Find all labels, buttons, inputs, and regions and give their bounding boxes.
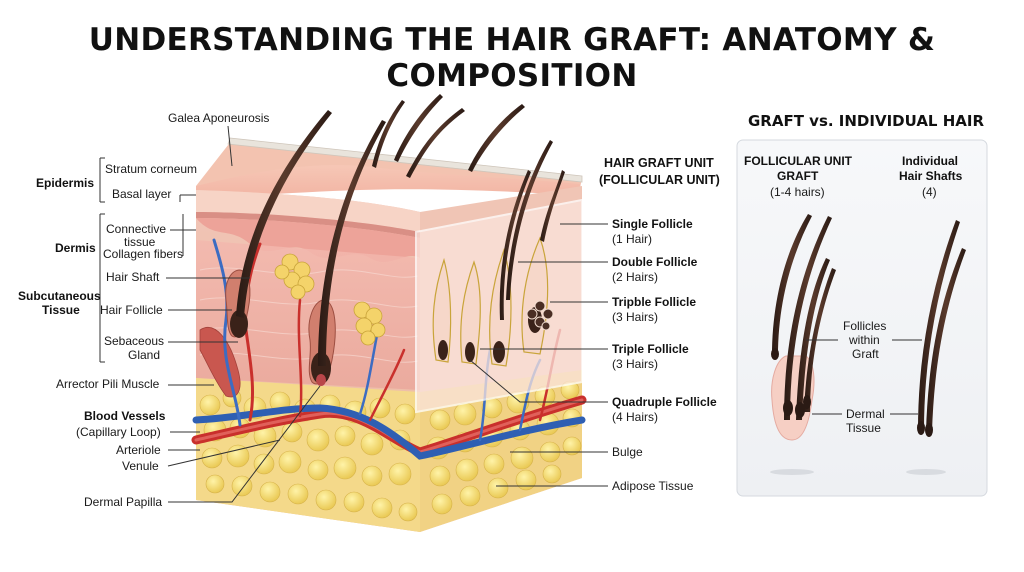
label-venule: Venule <box>122 459 159 473</box>
label-single: Single Follicle <box>612 217 693 231</box>
label-double-n: (2 Hairs) <box>612 270 658 284</box>
label-stratum: Stratum corneum <box>105 162 197 176</box>
label-triple: Triple Follicle <box>612 342 689 356</box>
panel-fu-1: FOLLICULAR UNIT <box>744 154 853 168</box>
individual-hairs-illustration <box>906 220 966 475</box>
label-blood-1: Blood Vessels <box>84 409 166 423</box>
label-hair-follicle: Hair Follicle <box>100 303 163 317</box>
label-hair-shaft: Hair Shaft <box>106 270 160 284</box>
label-galea: Galea Aponeurosis <box>168 111 269 125</box>
label-sebaceous-2: Gland <box>128 348 160 362</box>
label-connective-2: tissue <box>124 235 156 249</box>
label-sebaceous-1: Sebaceous <box>104 334 164 348</box>
skin-block <box>191 94 587 532</box>
label-basal: Basal layer <box>112 187 171 201</box>
label-tripble: Tripble Follicle <box>612 295 696 309</box>
graft-illustration <box>770 214 836 475</box>
label-unit-2: (FOLLICULAR UNIT) <box>599 173 720 187</box>
label-subcut-1: Subcutaneous <box>18 289 101 303</box>
label-dermis: Dermis <box>55 241 96 255</box>
label-unit-1: HAIR GRAFT UNIT <box>604 156 714 170</box>
label-collagen: Collagen fibers <box>103 247 183 261</box>
panel-ind-2: Hair Shafts <box>899 169 963 183</box>
label-quad: Quadruple Follicle <box>612 395 717 409</box>
label-adipose: Adipose Tissue <box>612 479 694 493</box>
panel-within-2: within <box>848 333 880 347</box>
label-triple-n: (3 Hairs) <box>612 357 658 371</box>
label-blood-2: (Capillary Loop) <box>76 425 161 439</box>
comparison-panel: GRAFT vs. INDIVIDUAL HAIR FOLLICULAR UNI… <box>736 112 988 497</box>
panel-fu-3: (1-4 hairs) <box>770 185 825 199</box>
panel-ind-3: (4) <box>922 185 937 199</box>
panel-dermal-2: Tissue <box>846 421 881 435</box>
label-double: Double Follicle <box>612 255 698 269</box>
label-subcut-2: Tissue <box>42 303 80 317</box>
panel-within-3: Graft <box>852 347 879 361</box>
label-connective-1: Connective <box>106 222 166 236</box>
label-single-n: (1 Hair) <box>612 232 652 246</box>
panel-dermal-1: Dermal <box>846 407 885 421</box>
label-quad-n: (4 Hairs) <box>612 410 658 424</box>
label-papilla: Dermal Papilla <box>84 495 162 509</box>
left-labels: Galea Aponeurosis Epidermis Stratum corn… <box>18 111 321 509</box>
label-tripble-n: (3 Hairs) <box>612 310 658 324</box>
label-arteriole: Arteriole <box>116 443 161 457</box>
label-epidermis: Epidermis <box>36 176 94 190</box>
panel-title: GRAFT vs. INDIVIDUAL HAIR <box>748 112 984 130</box>
label-arrector: Arrector Pili Muscle <box>56 377 160 391</box>
right-labels: HAIR GRAFT UNIT (FOLLICULAR UNIT) Single… <box>469 156 720 493</box>
label-bulge: Bulge <box>612 445 643 459</box>
panel-within-1: Follicles <box>843 319 886 333</box>
panel-fu-2: GRAFT <box>777 169 819 183</box>
page-title: UNDERSTANDING THE HAIR GRAFT: ANATOMY & … <box>88 22 936 94</box>
panel-ind-1: Individual <box>902 154 958 168</box>
